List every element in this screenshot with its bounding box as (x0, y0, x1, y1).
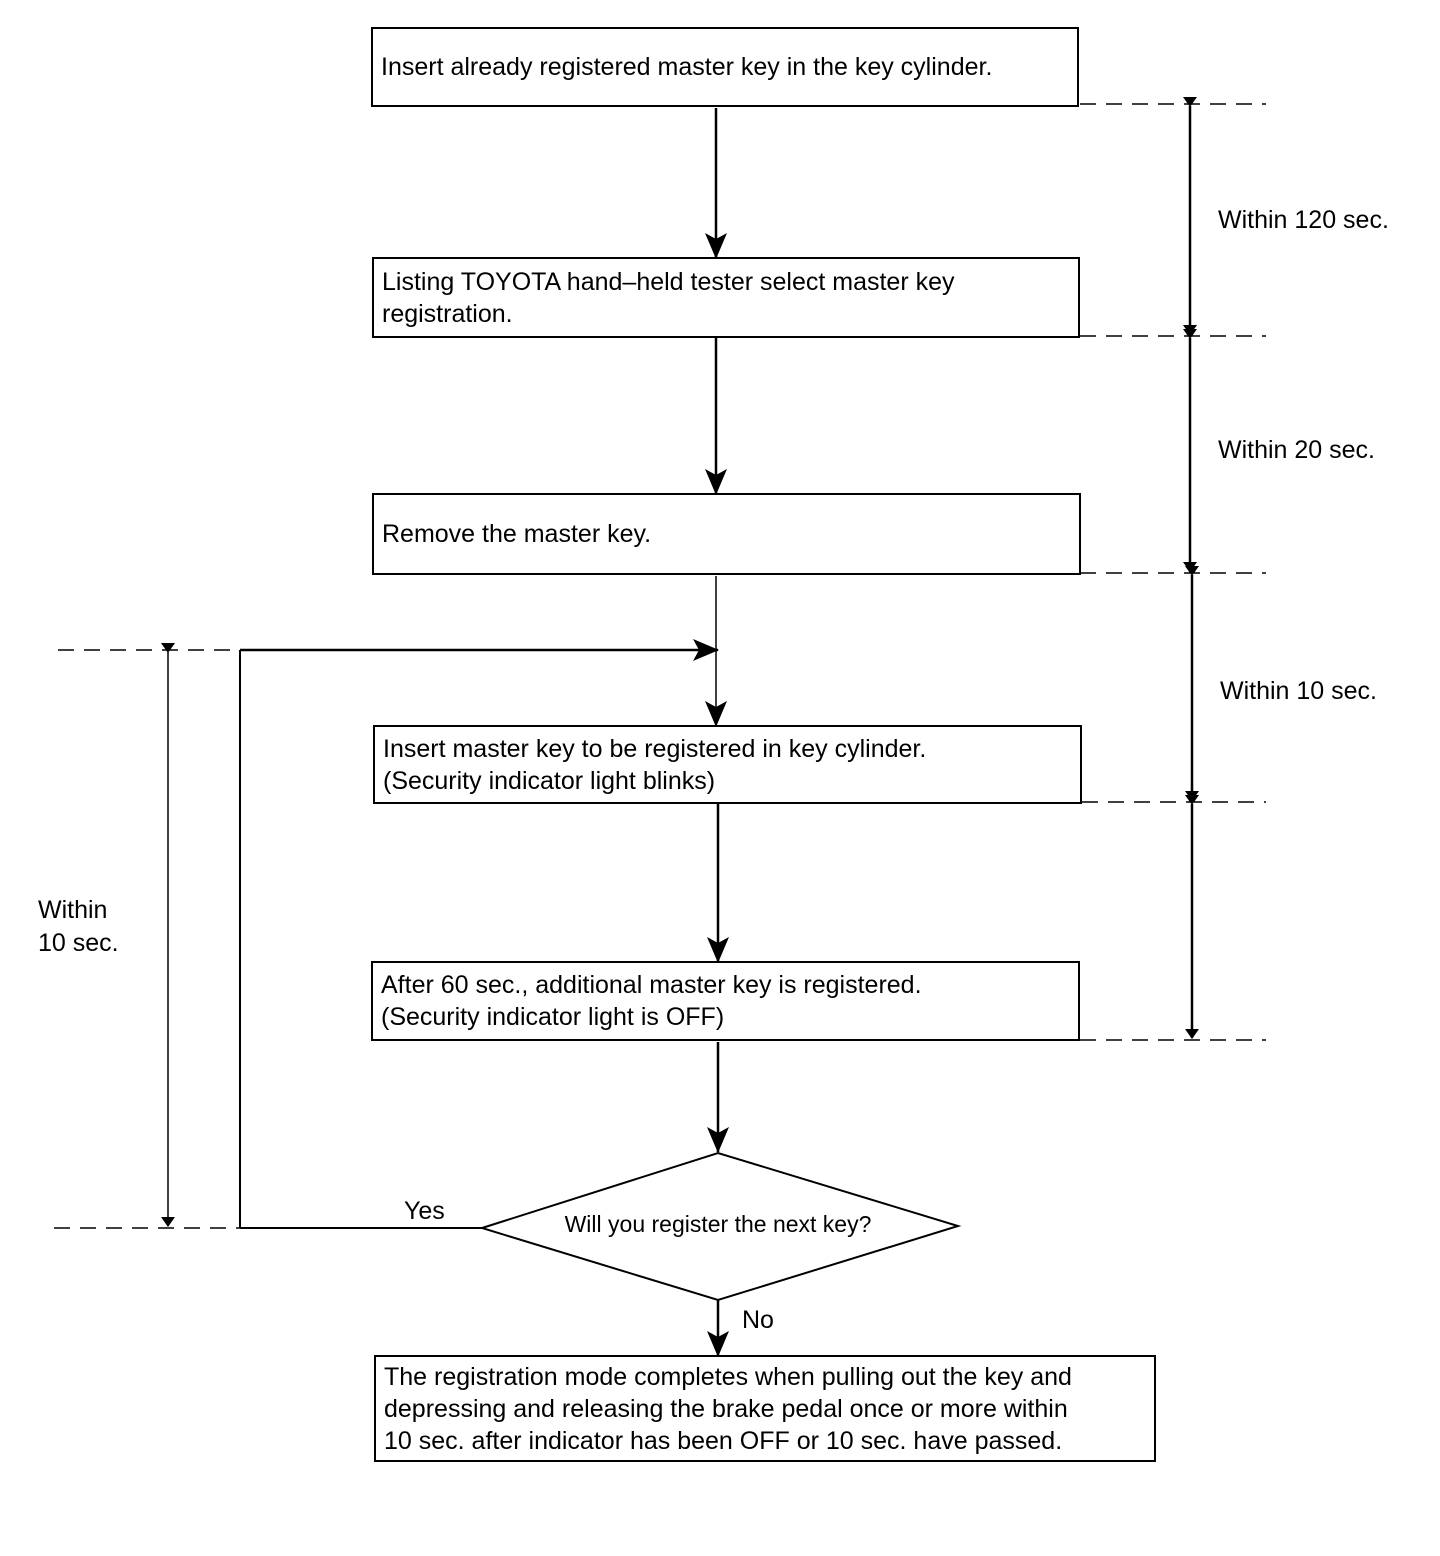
final-step-box: The registration mode completes when pul… (374, 1355, 1156, 1462)
right-dashed-guides (1080, 103, 1266, 1041)
step-box-4: Insert master key to be registered in ke… (373, 725, 1082, 804)
step-5-text-line2: (Security indicator light is OFF) (381, 1003, 725, 1031)
final-step-text-line3: 10 sec. after indicator has been OFF or … (384, 1426, 1063, 1455)
step-4-text-line1: Insert master key to be registered in ke… (383, 734, 927, 763)
step-2-text-line2: registration. (382, 299, 513, 328)
step-box-3: Remove the master key. (372, 493, 1081, 575)
step-2-text-line1: Listing TOYOTA hand–held tester select m… (382, 267, 955, 296)
final-step-text-line2: depressing and releasing the brake pedal… (384, 1394, 1068, 1423)
timing-label-left-line1: Within (38, 896, 108, 924)
right-dimension-arrows (1183, 97, 1199, 1039)
timing-label-120: Within 120 sec. (1218, 206, 1389, 234)
timing-label-10-right: Within 10 sec. (1220, 677, 1378, 705)
step-1-text: Insert already registered master key in … (381, 53, 993, 81)
timing-label-20: Within 20 sec. (1218, 436, 1376, 464)
decision-question: Will you register the next key? (564, 1211, 872, 1237)
yes-label: Yes (404, 1197, 445, 1225)
no-label: No (742, 1306, 774, 1334)
left-dashed-guides (54, 649, 240, 1229)
final-step-text-line1: The registration mode completes when pul… (384, 1362, 1072, 1391)
step-box-1: Insert already registered master key in … (371, 27, 1079, 107)
timing-label-left-line2: 10 sec. (38, 929, 119, 957)
step-4-text-line2: (Security indicator light blinks) (383, 766, 716, 795)
step-3-text: Remove the master key. (382, 520, 652, 548)
decision-diamond (478, 1151, 962, 1302)
step-box-2: Listing TOYOTA hand–held tester select m… (372, 257, 1080, 338)
step-box-5: After 60 sec., additional master key is … (371, 961, 1080, 1041)
step-5-text-line1: After 60 sec., additional master key is … (381, 971, 922, 999)
